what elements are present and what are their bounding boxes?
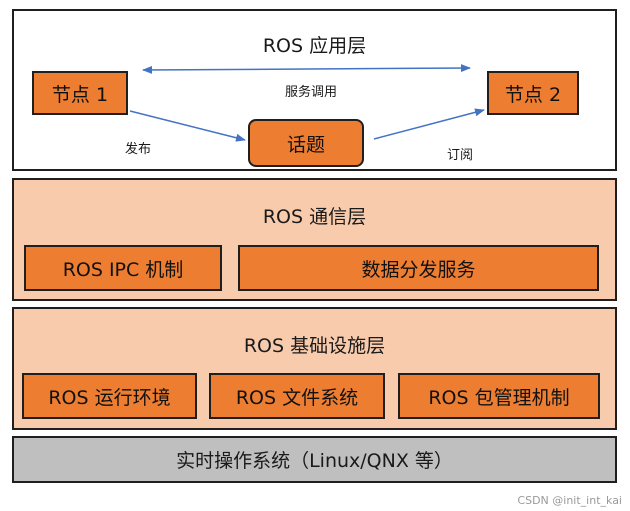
os-layer-title: 实时操作系统（Linux/QNX 等） bbox=[176, 450, 453, 472]
subscribe-arrow bbox=[373, 108, 485, 140]
os-layer: 实时操作系统（Linux/QNX 等） bbox=[12, 436, 617, 483]
subscribe-label: 订阅 bbox=[447, 148, 474, 163]
service-call-label: 服务调用 bbox=[285, 85, 338, 100]
communication-layer-title: ROS 通信层 bbox=[262, 206, 367, 228]
file-system-box: ROS 文件系统 bbox=[209, 373, 385, 419]
application-layer-title: ROS 应用层 bbox=[262, 35, 367, 57]
runtime-environment-box: ROS 运行环境 bbox=[22, 373, 197, 419]
infrastructure-layer-title: ROS 基础设施层 bbox=[243, 335, 386, 357]
publish-arrow bbox=[129, 110, 246, 142]
data-distribution-service-box: 数据分发服务 bbox=[238, 245, 599, 291]
ipc-mechanism-box: ROS IPC 机制 bbox=[24, 245, 222, 291]
watermark: CSDN @init_int_kai bbox=[517, 494, 622, 507]
package-management-box: ROS 包管理机制 bbox=[398, 373, 600, 419]
service-call-arrow bbox=[142, 64, 471, 74]
publish-label: 发布 bbox=[125, 142, 152, 157]
node-1-box: 节点 1 bbox=[32, 71, 128, 115]
node-2-box: 节点 2 bbox=[487, 71, 579, 115]
topic-box: 话题 bbox=[248, 119, 364, 167]
